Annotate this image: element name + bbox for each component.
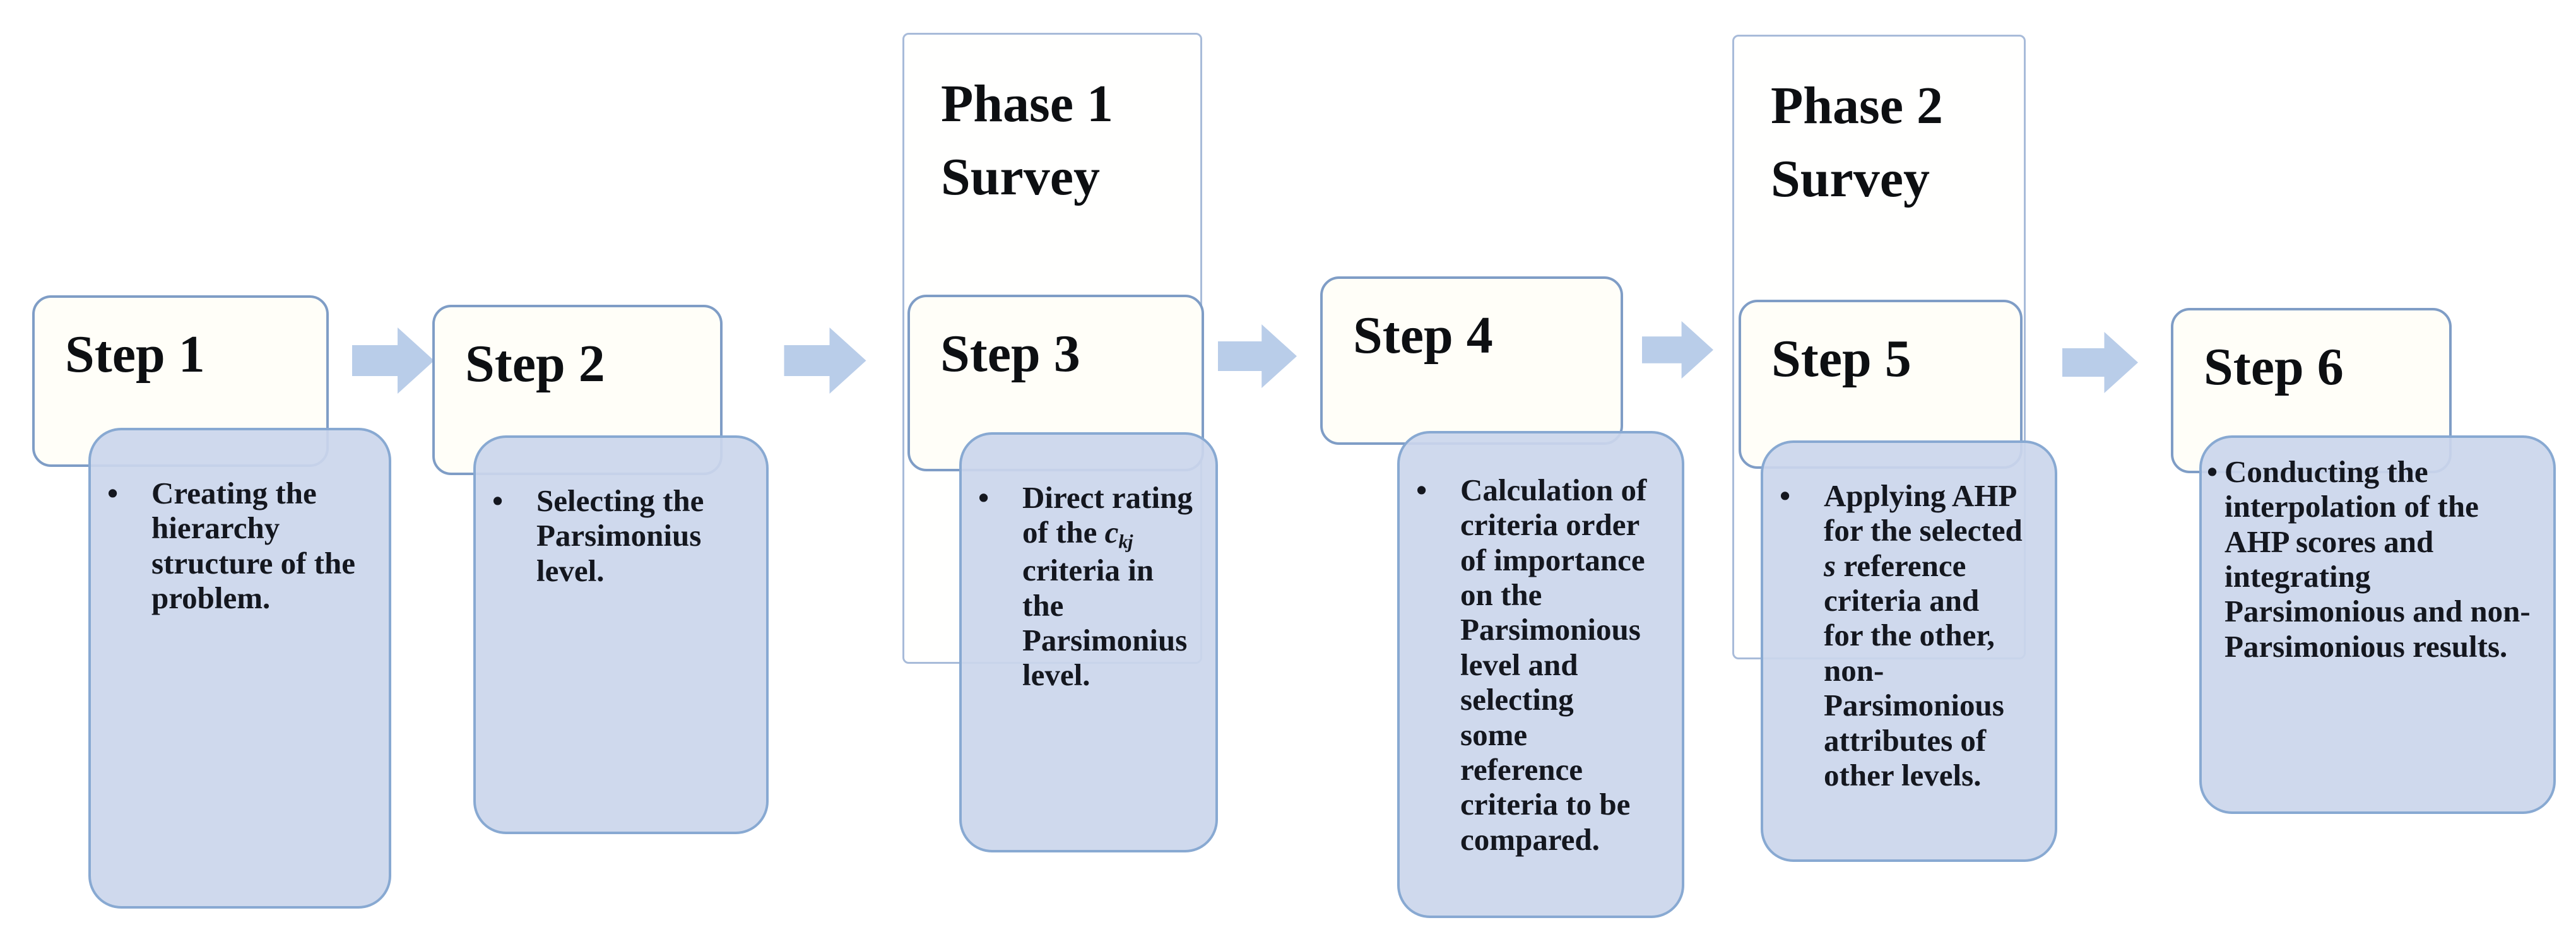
flow-arrow-icon <box>1642 321 1713 379</box>
step-title: Step 3 <box>940 324 1080 383</box>
bullet-icon: • <box>492 483 504 518</box>
phase-title-line: Phase 2 <box>1771 76 1943 135</box>
phase-title-line: Survey <box>941 147 1100 206</box>
step-1-content-box: • Creating the hierarchy structure of th… <box>88 428 391 909</box>
step-6-content-box: • Conducting the interpolation of the AH… <box>2199 435 2556 814</box>
bullet-icon: • <box>978 480 990 515</box>
math-subscript: kj <box>1118 531 1133 553</box>
step-5-content-box: • Applying AHP for the selected s refere… <box>1761 440 2057 862</box>
phase-title-line: Phase 1 <box>941 74 1113 133</box>
step-body-text: Applying AHP for the selected s referenc… <box>1824 478 2023 793</box>
flow-arrow-icon <box>2062 332 2138 393</box>
step-title: Step 2 <box>465 334 605 393</box>
flow-arrow-icon <box>1218 324 1297 388</box>
bullet-icon: • <box>1416 473 1427 507</box>
flow-arrow-icon <box>784 327 866 394</box>
step-4-content-box: • Calculation of criteria order of impor… <box>1397 431 1684 918</box>
phase-title-line: Survey <box>1771 149 1930 208</box>
flow-arrow-icon <box>352 327 434 394</box>
step-3-content-box: • Direct rating of the ckj criteria in t… <box>959 432 1218 852</box>
step-body-text: Direct rating of the ckj criteria in the… <box>1022 480 1193 693</box>
step-title: Step 6 <box>2204 338 2344 396</box>
bullet-icon: • <box>107 476 119 510</box>
step-title: Step 5 <box>1771 329 1911 388</box>
step-2-content-box: • Selecting the Parsimonius level. <box>473 435 769 834</box>
bullet-icon: • <box>1780 478 1791 513</box>
step-body-text: Creating the hierarchy structure of the … <box>151 476 355 616</box>
step-title: Step 4 <box>1353 306 1493 365</box>
math-variable: s <box>1824 548 1836 583</box>
step-body-text: Calculation of criteria order of importa… <box>1460 473 1647 857</box>
math-variable: c <box>1104 515 1119 550</box>
step-body-text: Selecting the Parsimonius level. <box>536 483 704 588</box>
bullet-icon: • <box>2207 454 2218 489</box>
step-4-label-box: Step 4 <box>1320 276 1623 445</box>
step-body-text: Conducting the interpolation of the AHP … <box>2224 454 2531 664</box>
step-title: Step 1 <box>65 325 205 384</box>
